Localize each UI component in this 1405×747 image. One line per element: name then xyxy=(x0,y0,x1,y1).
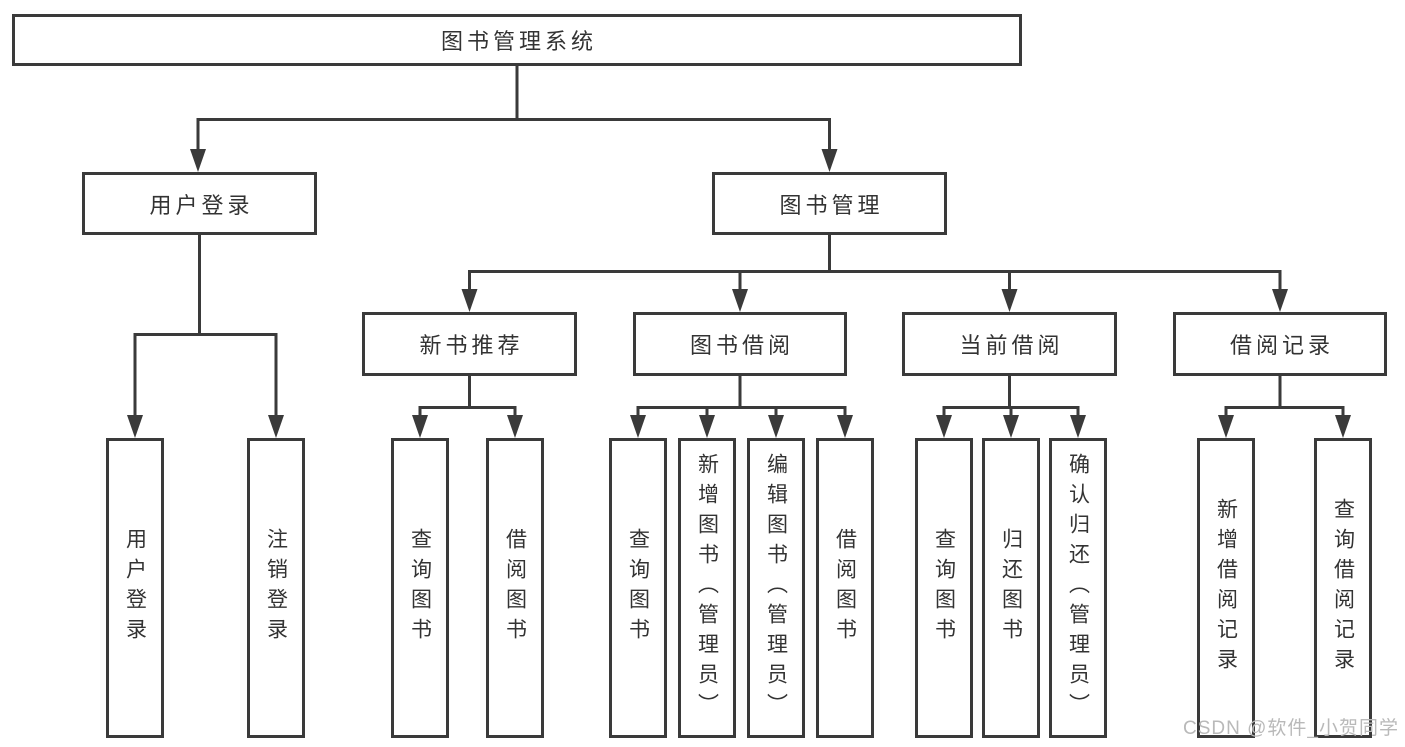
csdn-watermark: CSDN @软件_小贺同学 xyxy=(1183,718,1399,739)
arrowhead-down-icon xyxy=(412,415,428,438)
arrowhead-down-icon xyxy=(461,289,478,312)
node-label: 图书管理 xyxy=(779,192,884,218)
node-current-borrow: 当前借阅 xyxy=(902,312,1117,376)
node-label: 图书借阅 xyxy=(689,333,794,358)
connector-new-book-recommend-to-leaves xyxy=(418,376,517,418)
leaf-label: 借阅图书 xyxy=(833,528,857,648)
arrowhead-down-icon xyxy=(768,415,784,438)
leaf-query-borrow-record: 查询借阅记录 xyxy=(1314,438,1372,738)
arrowhead-down-icon xyxy=(1070,415,1086,438)
arrowheads xyxy=(127,149,1351,438)
leaf-query-books-3: 查询图书 xyxy=(915,438,973,738)
leaf-label: 新增图书（管理员） xyxy=(695,453,719,723)
leaf-return-books: 归还图书 xyxy=(982,438,1040,738)
connector-user-login-to-leaves xyxy=(133,235,278,418)
leaf-label: 用户登录 xyxy=(123,528,147,648)
leaf-label: 查询图书 xyxy=(408,528,432,648)
node-label: 图书管理系统 xyxy=(440,29,597,54)
leaf-label: 确认归还（管理员） xyxy=(1066,453,1090,723)
node-label: 借阅记录 xyxy=(1229,333,1334,358)
leaf-label: 查询图书 xyxy=(932,528,956,648)
connector-current-borrow-to-leaves xyxy=(942,376,1080,418)
leaf-edit-books-admin: 编辑图书（管理员） xyxy=(747,438,805,738)
connector-book-management-to-level2 xyxy=(468,235,1282,292)
leaf-label: 查询借阅记录 xyxy=(1331,498,1355,678)
arrowhead-down-icon xyxy=(732,289,748,312)
leaf-label: 注销登录 xyxy=(264,528,288,648)
node-book-borrow: 图书借阅 xyxy=(633,312,847,376)
arrowhead-down-icon xyxy=(821,149,838,172)
leaf-user-login: 用户登录 xyxy=(106,438,164,738)
node-book-management: 图书管理 xyxy=(712,172,947,235)
node-user-login: 用户登录 xyxy=(82,172,317,235)
connector-book-borrow-to-leaves xyxy=(636,376,847,418)
leaf-logout: 注销登录 xyxy=(247,438,305,738)
leaf-add-books-admin: 新增图书（管理员） xyxy=(678,438,736,738)
arrowhead-down-icon xyxy=(699,415,715,438)
node-library-management-system: 图书管理系统 xyxy=(12,14,1022,66)
leaf-query-books-2: 查询图书 xyxy=(609,438,667,738)
leaf-borrow-books-1: 借阅图书 xyxy=(486,438,544,738)
arrowhead-down-icon xyxy=(1218,415,1234,438)
arrowhead-down-icon xyxy=(268,415,284,438)
arrowhead-down-icon xyxy=(630,415,646,438)
leaf-confirm-return-admin: 确认归还（管理员） xyxy=(1049,438,1107,738)
arrowhead-down-icon xyxy=(190,149,206,172)
node-label: 用户登录 xyxy=(149,192,254,218)
node-new-book-recommend: 新书推荐 xyxy=(362,312,577,376)
leaf-borrow-books-2: 借阅图书 xyxy=(816,438,874,738)
leaf-query-books-1: 查询图书 xyxy=(391,438,449,738)
leaf-label: 新增借阅记录 xyxy=(1214,498,1238,678)
arrowhead-down-icon xyxy=(1335,415,1351,438)
leaf-add-borrow-record: 新增借阅记录 xyxy=(1197,438,1255,738)
arrowhead-down-icon xyxy=(936,415,952,438)
arrowhead-down-icon xyxy=(507,415,523,438)
node-label: 新书推荐 xyxy=(419,333,524,358)
leaf-label: 编辑图书（管理员） xyxy=(764,453,788,723)
node-borrow-records: 借阅记录 xyxy=(1173,312,1387,376)
leaf-label: 借阅图书 xyxy=(503,528,527,648)
connector-root-to-level1 xyxy=(196,66,831,152)
connector-borrow-records-to-leaves xyxy=(1224,376,1345,418)
arrowhead-down-icon xyxy=(1003,415,1019,438)
arrowhead-down-icon xyxy=(127,415,143,438)
node-label: 当前借阅 xyxy=(959,333,1064,358)
arrowhead-down-icon xyxy=(1272,289,1288,312)
arrowhead-down-icon xyxy=(837,415,853,438)
leaf-label: 查询图书 xyxy=(626,528,650,648)
leaf-label: 归还图书 xyxy=(999,528,1023,648)
arrowhead-down-icon xyxy=(1001,289,1018,312)
